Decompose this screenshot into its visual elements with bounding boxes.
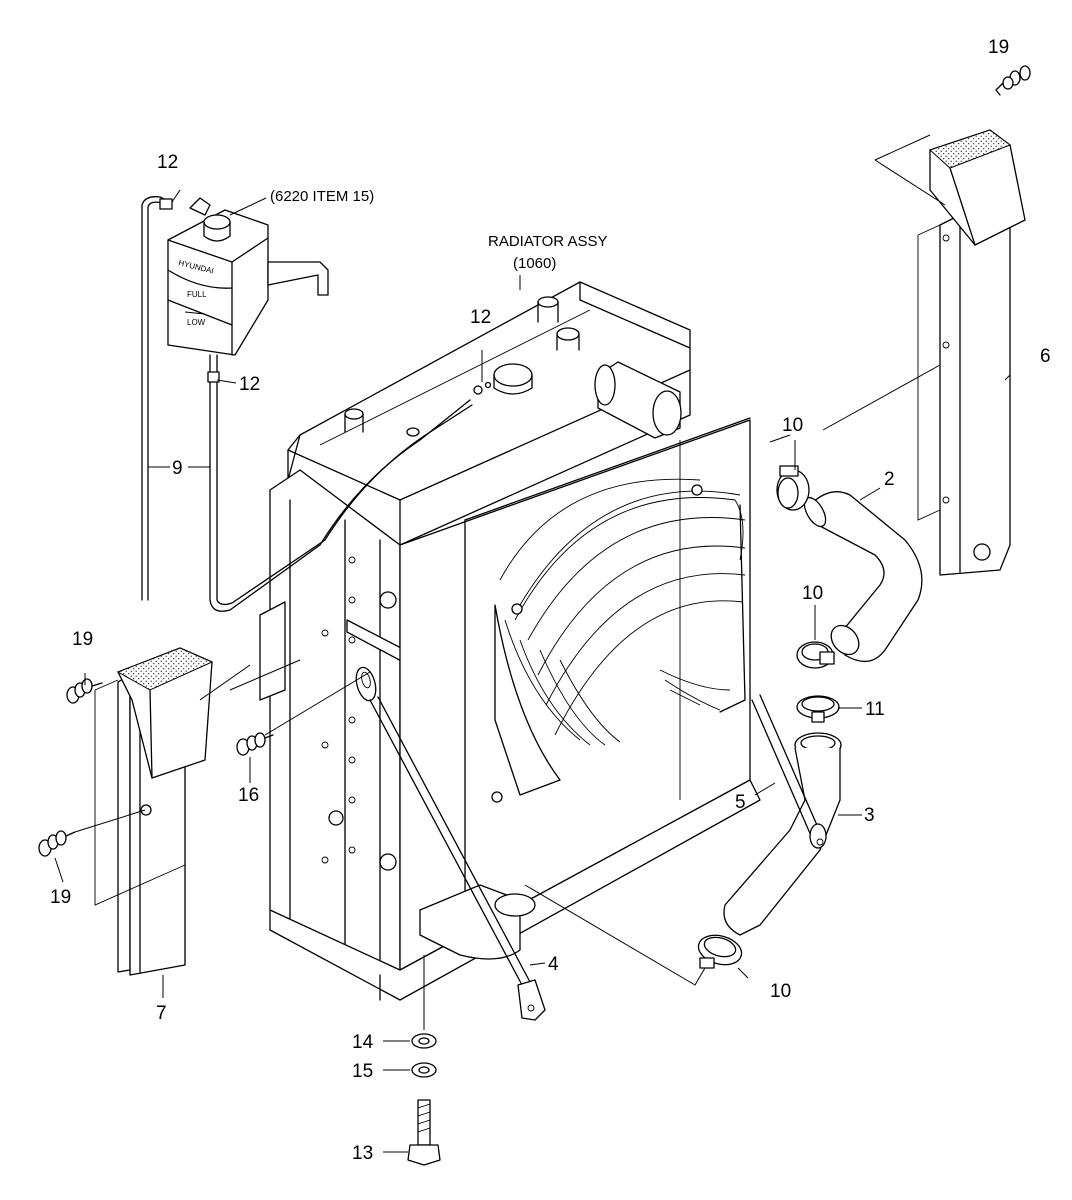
bolt-19-left-lower	[38, 830, 76, 857]
bolt-19-left-upper	[66, 678, 103, 704]
hose-clip-12-radiator	[473, 381, 492, 395]
callout-2: 2	[884, 469, 895, 490]
callout-19-top: 19	[988, 37, 1009, 58]
stay-rod-5	[751, 694, 827, 849]
radiator-assy-title: RADIATOR ASSY	[488, 233, 607, 250]
callout-7: 7	[156, 1003, 167, 1024]
callout-5: 5	[735, 792, 746, 813]
callout-4: 4	[548, 954, 559, 975]
stay-rod-4	[355, 666, 546, 1021]
callout-15: 15	[352, 1061, 373, 1082]
callout-19-left-lower: 19	[50, 887, 71, 908]
tank-low-mark: LOW	[187, 318, 206, 327]
tank-ref-caption: (6220 ITEM 15)	[270, 188, 374, 205]
callout-6: 6	[1040, 346, 1051, 367]
hose-clamp-11	[796, 695, 840, 723]
upper-hose-2	[803, 491, 923, 662]
hose-clamp-10-upper	[776, 465, 810, 511]
hose-clamp-10-mid	[796, 641, 835, 669]
callout-11: 11	[865, 699, 885, 720]
callout-10-mid: 10	[802, 583, 823, 604]
callout-12-radiator: 12	[470, 307, 491, 328]
spring-washer-15	[411, 1062, 437, 1078]
hose-clamp-10-lower	[697, 934, 743, 969]
callout-10-upper: 10	[782, 415, 803, 436]
lower-hose-3	[723, 732, 842, 936]
callout-12-tank: 12	[157, 152, 178, 173]
hose-clip-12-tank	[159, 198, 173, 210]
bolt-19-top	[995, 65, 1031, 96]
radiator-assembly	[259, 281, 761, 1001]
callout-16: 16	[238, 785, 259, 806]
callout-13: 13	[352, 1143, 373, 1164]
coolant-reservoir-tank: HYUNDAI FULL LOW	[167, 197, 329, 356]
callout-12-hose: 12	[239, 374, 260, 395]
upper-outlet-pipe	[594, 361, 682, 439]
tank-full-mark: FULL	[187, 290, 207, 299]
bolt-16	[236, 732, 274, 756]
callout-9: 9	[172, 458, 183, 479]
fan-shroud-rings	[491, 478, 746, 803]
side-seal-6-right	[917, 129, 1026, 576]
bolt-13	[407, 1099, 441, 1166]
callout-14: 14	[352, 1032, 374, 1053]
side-seal-7-left	[94, 647, 214, 976]
callout-10-lower: 10	[770, 981, 791, 1002]
radiator-assy-ref: (1060)	[513, 255, 556, 272]
leader-lines	[54, 134, 1011, 1153]
washer-14	[411, 1033, 437, 1049]
callout-19-left-upper: 19	[72, 629, 93, 650]
callout-3: 3	[864, 805, 875, 826]
